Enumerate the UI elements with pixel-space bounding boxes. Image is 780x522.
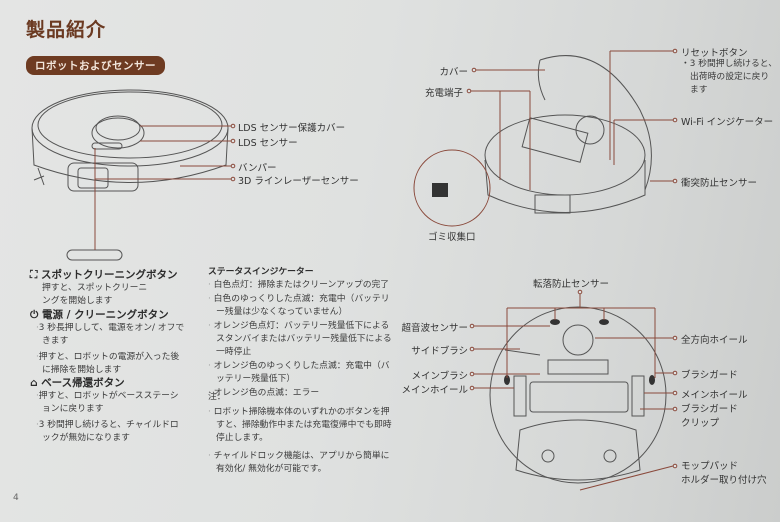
notes-list: · ロボット掃除機本体のいずれかのボタンを押すと、掃除動作中または充電復帰中でも…: [208, 406, 398, 476]
brush-guard-clip-line: ブラシガード: [681, 404, 738, 415]
label-main-wheel-left: メインホイール: [401, 385, 468, 396]
home-desc: ックが無効になります: [42, 433, 130, 443]
label-dust-outlet: ゴミ収集口: [428, 232, 476, 243]
list-item: · オレンジ色の点滅：エラー: [208, 388, 320, 398]
power-section: ⏻ 電源 / クリーニングボタン ·3 秒長押しして、電源をオン/ オフで きま…: [30, 307, 210, 377]
button-strip-illustration: [66, 249, 123, 261]
label-ultrasonic: 超音波センサー: [401, 323, 468, 334]
home-desc: 押すと、ロボットがベースステーシ: [38, 391, 179, 401]
home-desc: ョンに戻ります: [42, 404, 104, 414]
power-desc: に掃除を開始します: [42, 365, 122, 375]
dust-outlet-zoom-illustration: [413, 149, 491, 227]
power-title: 電源 / クリーニングボタン: [41, 309, 169, 321]
label-side-brush: サイドブラシ: [411, 346, 468, 357]
notes-section: 注： · ロボット掃除機本体のいずれかのボタンを押すと、掃除動作中または充電復帰…: [208, 391, 398, 476]
mop-holder-line: モップパッド: [681, 461, 739, 472]
spot-clean-title: スポットクリーニングボタン: [41, 269, 178, 281]
home-icon: ⌂: [30, 377, 38, 389]
home-title: ベース帰還ボタン: [41, 377, 125, 389]
label-omni-wheel: 全方向ホイール: [681, 335, 748, 346]
label-reset-button: リセットボタン: [681, 48, 748, 59]
page-number: 4: [13, 493, 19, 503]
robot-bottom-view-illustration: [489, 306, 667, 484]
list-item: · チャイルドロック機能は、アプリから簡単に有効化/ 無効化が可能です。: [208, 450, 398, 476]
section-badge: ロボットおよびセンサー: [26, 56, 165, 75]
list-item-line: 一時停止: [216, 347, 252, 357]
spot-clean-icon: ⛶: [30, 269, 38, 281]
reset-desc: ・3 秒間押し続けると、 出荷時の設定に戻り ます: [681, 58, 777, 97]
power-icon: ⏻: [30, 309, 39, 321]
robot-open-view-illustration: [484, 55, 652, 214]
spot-clean-desc: ングを開始します: [42, 296, 113, 306]
reset-desc-line: ます: [690, 85, 708, 95]
label-wifi-indicator: Wi-Fi インジケーター: [681, 117, 774, 128]
list-item-line: オレンジ色の点滅：エラー: [213, 388, 320, 398]
leader-lines: [94, 48, 678, 491]
label-collision-sensor: 衝突防止センサー: [681, 178, 758, 189]
label-bumper: バンパー: [238, 163, 277, 174]
list-item-line: 有効化/ 無効化が可能です。: [216, 464, 327, 474]
status-indicator-list: · 白色点灯：掃除またはクリーンアップの完了 · 白色のゆっくりした点滅：充電中（…: [208, 279, 398, 400]
label-mop-holder: モップパッド ホルダー取り付け穴: [681, 460, 767, 488]
list-item: · オレンジ色のゆっくりした点滅：充電中（バッテリー残量低下）: [208, 360, 398, 386]
list-item: · 白色点灯：掃除またはクリーンアップの完了: [208, 280, 390, 290]
spot-clean-section: ⛶ スポットクリーニングボタン 押すと、スポットクリーニングを開始します: [30, 267, 205, 308]
list-item-line: 停止します。: [216, 433, 268, 443]
list-item-line: オレンジ色点灯：バッテリー残量低下による: [213, 321, 390, 331]
list-item-line: ー残量は少なくなっていません）: [216, 307, 348, 317]
label-3d-laser: 3D ラインレーザーセンサー: [238, 176, 359, 187]
label-brush-guard: ブラシガード: [681, 370, 738, 381]
home-section: ⌂ ベース帰還ボタン ·押すと、ロボットがベースステーシ ョンに戻ります ·3 …: [30, 375, 210, 445]
list-item-line: スタンバイまたはバッテリー残量低下による: [216, 334, 392, 344]
power-desc: 3 秒長押しして、電源をオン/ オフで: [38, 323, 185, 333]
label-main-brush: メインブラシ: [411, 371, 468, 382]
spot-clean-desc: 押すと、スポットクリーニ: [42, 283, 148, 293]
reset-desc-line: 出荷時の設定に戻り: [690, 72, 770, 82]
list-item-line: チャイルドロック機能は、アプリから簡単に: [213, 451, 390, 461]
list-item: · ロボット掃除機本体のいずれかのボタンを押すと、掃除動作中または充電復帰中でも…: [208, 406, 398, 445]
status-indicator-title: ステータスインジケーター: [208, 267, 314, 277]
reset-desc-line: ・3 秒間押し続けると、: [681, 59, 778, 69]
list-item-line: すと、掃除動作中または充電復帰中でも即時: [216, 420, 392, 430]
status-indicator-section: ステータスインジケーター · 白色点灯：掃除またはクリーンアップの完了 · 白色の…: [208, 266, 398, 400]
list-item-line: ロボット掃除機本体のいずれかのボタンを押: [213, 407, 390, 417]
power-desc: きます: [42, 336, 69, 346]
label-cliff-sensor: 転落防止センサー: [533, 279, 610, 290]
label-cover: カバー: [439, 67, 468, 78]
list-item-line: 白色のゆっくりした点滅：充電中（バッテリ: [213, 294, 390, 304]
label-charging-contacts: 充電端子: [424, 88, 463, 99]
list-item-line: 白色点灯：掃除またはクリーンアップの完了: [213, 280, 390, 290]
power-desc: 押すと、ロボットの電源が入った後: [38, 352, 180, 362]
home-desc: 3 秒間押し続けると、チャイルドロ: [38, 420, 179, 430]
label-main-wheel-right: メインホイール: [681, 390, 748, 401]
list-item-line: オレンジ色のゆっくりした点滅：充電中（バ: [213, 361, 390, 371]
list-item-line: ッテリー残量低下）: [216, 374, 296, 384]
mop-holder-line: ホルダー取り付け穴: [681, 475, 767, 486]
list-item: · オレンジ色点灯：バッテリー残量低下によるスタンバイまたはバッテリー残量低下に…: [208, 320, 398, 359]
label-lds-cover: LDS センサー保護カバー: [238, 123, 346, 134]
notes-title: 注：: [208, 392, 226, 402]
brush-guard-clip-line: クリップ: [681, 418, 720, 429]
label-brush-guard-clip: ブラシガード クリップ: [681, 403, 738, 431]
robot-top-view-illustration: [31, 89, 229, 192]
label-lds-sensor: LDS センサー: [238, 138, 298, 149]
list-item: · 白色のゆっくりした点滅：充電中（バッテリー残量は少なくなっていません）: [208, 293, 398, 319]
page-title: 製品紹介: [26, 19, 107, 41]
